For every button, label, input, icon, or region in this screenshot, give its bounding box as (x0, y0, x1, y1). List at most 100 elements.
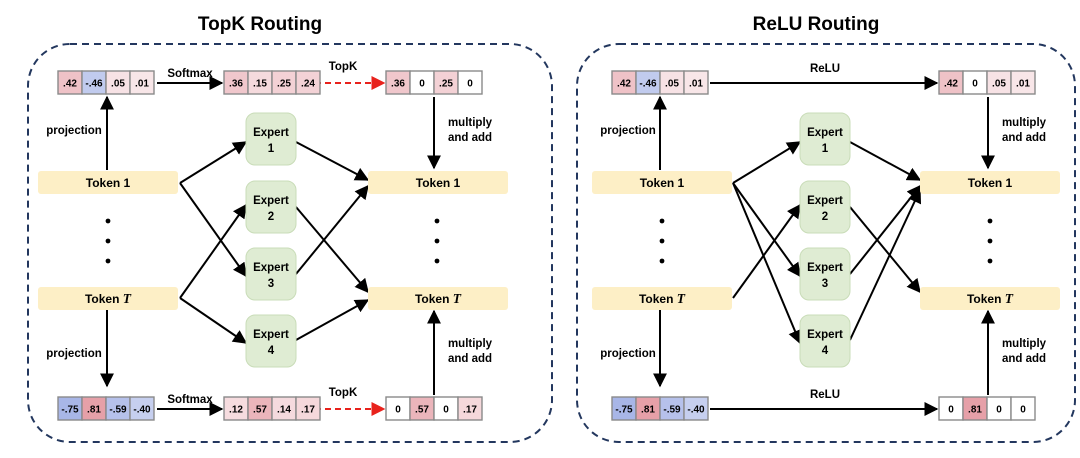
vector-bottom-logits: -.75.81-.59-.40 (57, 396, 155, 421)
vector-top-gate: .36 0 .25 0 (385, 70, 483, 95)
expert-number: 1 (822, 143, 829, 155)
topk-label: TopK (329, 61, 358, 73)
token-left-1: Token 1 (38, 171, 178, 194)
expert-4: Expert 4 (245, 314, 297, 368)
vector-cell (295, 70, 321, 95)
vector-cell-value: 0 (395, 405, 401, 416)
vector-cell-value: .81 (968, 405, 982, 416)
projection-label: projection (46, 125, 102, 137)
expert-number: 3 (822, 278, 828, 290)
panel-title: TopK Routing (198, 14, 322, 35)
expert-number: 1 (268, 143, 275, 155)
expert-1: Expert 1 (245, 112, 297, 166)
token-label: Token 1 (86, 176, 131, 190)
panel-border (27, 43, 553, 443)
vector-cell-value: 0 (972, 79, 978, 90)
token-label: Token 1 (968, 176, 1013, 190)
vector-cell-value: -.46 (639, 79, 657, 90)
token-left-t: Token T (592, 287, 732, 310)
token-label: Token T (415, 291, 462, 306)
vector-cell (1010, 396, 1036, 421)
vector-cell-value: .42 (63, 79, 77, 90)
vector-cell-value: .57 (415, 405, 429, 416)
expert-2: Expert 2 (245, 180, 297, 234)
expert-number: 3 (268, 278, 274, 290)
vector-cell-value: .01 (135, 79, 149, 90)
vector-cell-value: .15 (253, 79, 267, 90)
vector-top-logits: .42 -.46 .05 .01 (57, 70, 155, 95)
vector-cell-value: .81 (87, 405, 101, 416)
relu-panel: ReLU Routing ReLU ReLU projecti (576, 14, 1076, 443)
vector-cell-value: .01 (689, 79, 703, 90)
vector-cell-value: -.59 (663, 405, 681, 416)
expert-number: 4 (268, 345, 275, 357)
panel-border (576, 43, 1076, 443)
token-left-1: Token 1 (592, 171, 732, 194)
vector-cell-value: 0 (467, 79, 473, 90)
projection-label: projection (600, 125, 656, 137)
connectors (653, 76, 995, 416)
expert-3: Expert 3 (245, 247, 297, 301)
vector-cell (1010, 70, 1036, 95)
vector-cell-value: .36 (229, 79, 243, 90)
vector-cell-value: -.59 (109, 405, 127, 416)
token-label: Token 1 (640, 176, 685, 190)
vector-bottom-gate: 0 .57 0 .17 (385, 396, 483, 421)
multiply-add-label: multiply (448, 338, 493, 350)
vector-cell-value: .36 (391, 79, 405, 90)
expert-4: Expert 4 (799, 314, 851, 368)
expert-number: 2 (822, 211, 828, 223)
token-label: Token T (85, 291, 132, 306)
vector-cell-value: .05 (111, 79, 125, 90)
token-right-t: Token T (368, 287, 508, 310)
token-label: Token T (967, 291, 1014, 306)
vector-cell-value: 0 (419, 79, 425, 90)
panel-title: ReLU Routing (753, 14, 880, 35)
vector-cell-value: .17 (463, 405, 477, 416)
vector-cell-value: 0 (948, 405, 954, 416)
expert-label: Expert (253, 195, 289, 207)
vector-cell-value: .25 (277, 79, 291, 90)
expert-number: 2 (268, 211, 274, 223)
token-right-1: Token 1 (920, 171, 1060, 194)
multiply-add-label: and add (448, 353, 492, 365)
token-right-t: Token T (920, 287, 1060, 310)
vector-bottom-logits: -.75 .81 -.59 -.40 (611, 396, 709, 421)
vector-cell (683, 396, 709, 421)
expert-label: Expert (253, 127, 289, 139)
token-right-1: Token 1 (368, 171, 508, 194)
vector-cell-value: .57 (253, 405, 267, 416)
vector-cell (683, 70, 709, 95)
vector-cell-value: -.46 (85, 79, 103, 90)
expert-number: 4 (822, 345, 829, 357)
ellipsis (105, 218, 440, 264)
softmax-label: Softmax (167, 394, 213, 406)
vector-cell-value: .12 (229, 405, 243, 416)
expert-label: Expert (807, 329, 843, 341)
vector-cell-value: .42 (944, 79, 958, 90)
relu-label: ReLU (810, 63, 840, 75)
vector-cell-value: 0 (996, 405, 1002, 416)
ellipsis (659, 218, 993, 264)
multiply-add-label: and add (1002, 353, 1046, 365)
vector-cell-value: -.40 (687, 405, 705, 416)
vector-cell-value: .81 (641, 405, 655, 416)
vector-cell (295, 396, 321, 421)
expert-label: Expert (807, 127, 843, 139)
vector-cell-value: -.75 (615, 405, 633, 416)
vector-cell (457, 396, 483, 421)
softmax-label: Softmax (167, 68, 213, 80)
vector-bottom-gate: 0 .81 0 0 (938, 396, 1036, 421)
vector-cell-value: .05 (992, 79, 1006, 90)
vector-cell-value: 0 (1020, 405, 1026, 416)
vector-cell-value: .24 (301, 79, 315, 90)
multiply-add-label: multiply (1002, 117, 1047, 129)
multiply-add-label: multiply (448, 117, 493, 129)
token-label: Token 1 (416, 176, 461, 190)
vector-cell-value: .25 (439, 79, 453, 90)
vector-cell-value: 0 (443, 405, 449, 416)
vector-bottom-softmax: .12.57.14.17 (223, 396, 321, 421)
projection-label: projection (46, 348, 102, 360)
expert-label: Expert (253, 262, 289, 274)
multiply-add-label: multiply (1002, 338, 1047, 350)
